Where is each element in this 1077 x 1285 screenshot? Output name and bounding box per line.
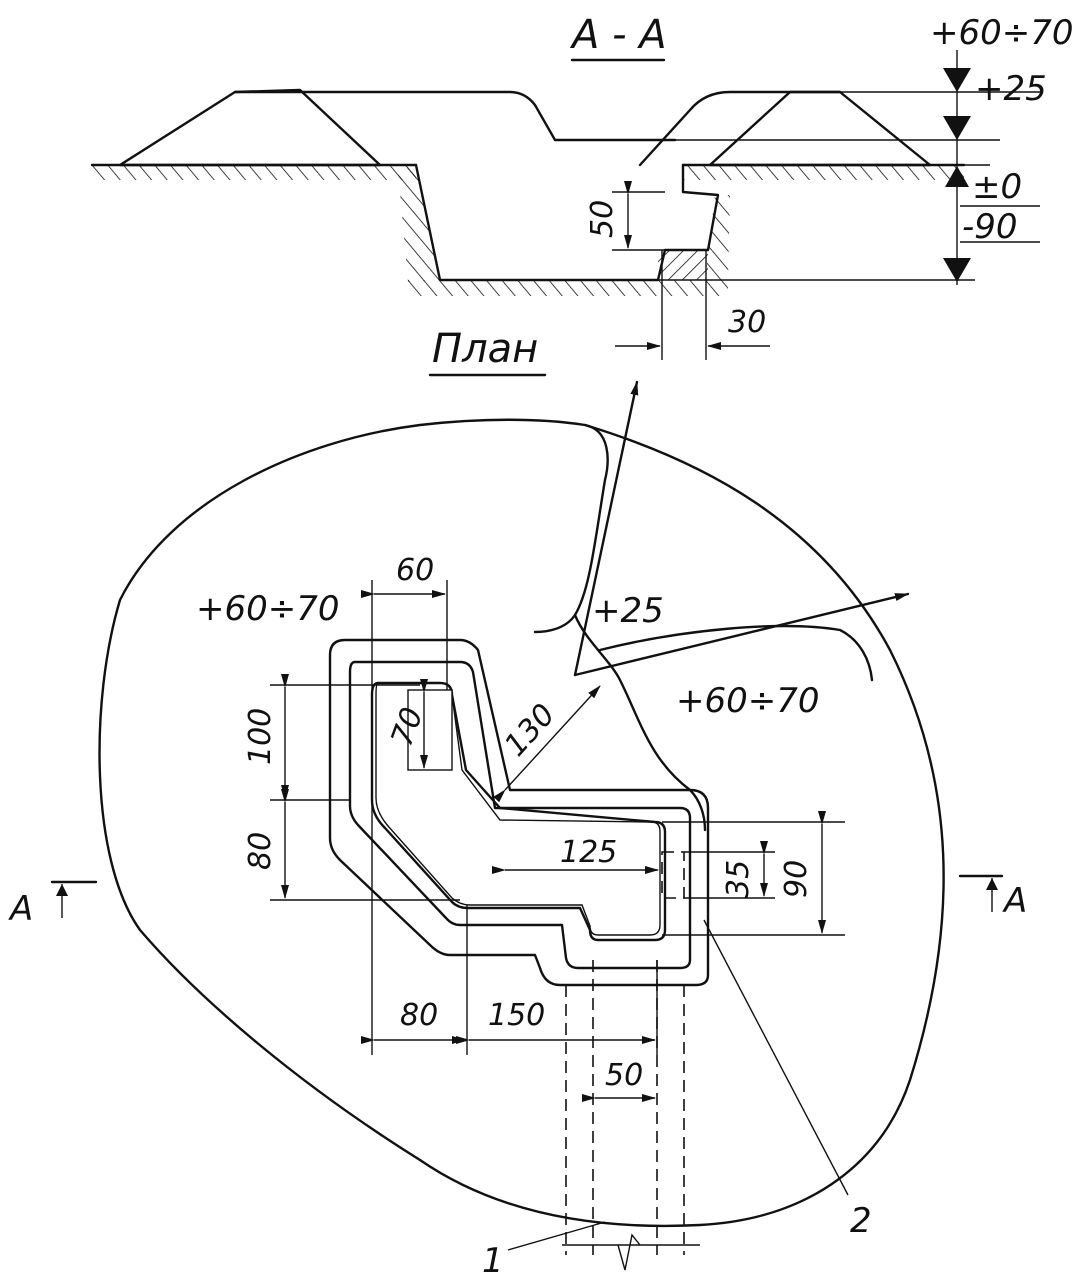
dim-130-line [493, 685, 601, 803]
zone-label-top: +25 [592, 591, 664, 631]
elevation-60-70: +60÷70 [930, 13, 1074, 53]
ground-hatch-left [92, 166, 416, 180]
section-a-a: А - А 50 30 [90, 12, 1074, 360]
section-marker-right-label: А [1002, 881, 1027, 921]
pit-bottom-hatch [408, 280, 728, 296]
plan-title: План [432, 326, 538, 372]
elevation-marker-25 [943, 116, 971, 140]
zone-label-left: +60÷70 [196, 589, 340, 629]
dim-80-left-label: 80 [243, 832, 278, 870]
plan-outer-boundary [98, 418, 945, 1228]
dim-50-label: 50 [585, 200, 620, 238]
ground-hatch-right [683, 166, 964, 180]
dim-130-label: 130 [498, 697, 562, 763]
zone-label-right: +60÷70 [676, 681, 820, 721]
dim-125-label: 125 [560, 835, 617, 870]
pit-wall-hatch-right [705, 195, 730, 280]
section-title: А - А [569, 12, 667, 58]
channel-break-symbol [617, 1233, 641, 1271]
pond-water-hatch [375, 682, 661, 936]
dim-50-channel-label: 50 [605, 1058, 643, 1093]
pit-wall-hatch-left [398, 165, 440, 282]
elevation-marker-0 [945, 166, 969, 187]
zone-25-boundary [533, 423, 874, 832]
surface-left [233, 90, 677, 142]
sand-berm-left [118, 88, 382, 167]
elevation-25: +25 [975, 69, 1047, 109]
callout-2-leader [703, 919, 849, 1196]
dim-150-label: 150 [488, 998, 545, 1033]
callout-1-leader [507, 1221, 606, 1251]
step-pit [661, 851, 685, 899]
section-marker-left-arrow [56, 884, 68, 896]
pond-outline-middle [348, 660, 692, 970]
elevation-minus-90: -90 [962, 207, 1018, 247]
pit-step-hatch [658, 250, 708, 280]
section-marker-left-label: А [8, 889, 33, 929]
callout-2-label: 2 [850, 1201, 872, 1241]
dim-60-label: 60 [396, 553, 434, 588]
elevation-0: ±0 [972, 167, 1022, 207]
plan-view: План 60 [8, 326, 1027, 1281]
flow-arrow-right [573, 592, 910, 677]
section-marker-right-arrow [986, 878, 998, 890]
dim-30-label: 30 [728, 305, 766, 340]
surface-right [638, 90, 842, 167]
dim-100-label: 100 [243, 708, 278, 765]
elevation-marker-90 [943, 258, 971, 282]
sand-berm-right [708, 90, 932, 167]
elevation-marker-60-70 [943, 68, 971, 92]
callout-1-label: 1 [482, 1241, 504, 1281]
dim-35-label: 35 [721, 860, 756, 898]
flow-arrow-up [573, 380, 639, 677]
dim-90-label: 90 [779, 860, 814, 898]
deep-zone-window [407, 689, 453, 771]
pond-outline-outer [328, 638, 710, 987]
dim-80-bottom-label: 80 [400, 998, 438, 1033]
